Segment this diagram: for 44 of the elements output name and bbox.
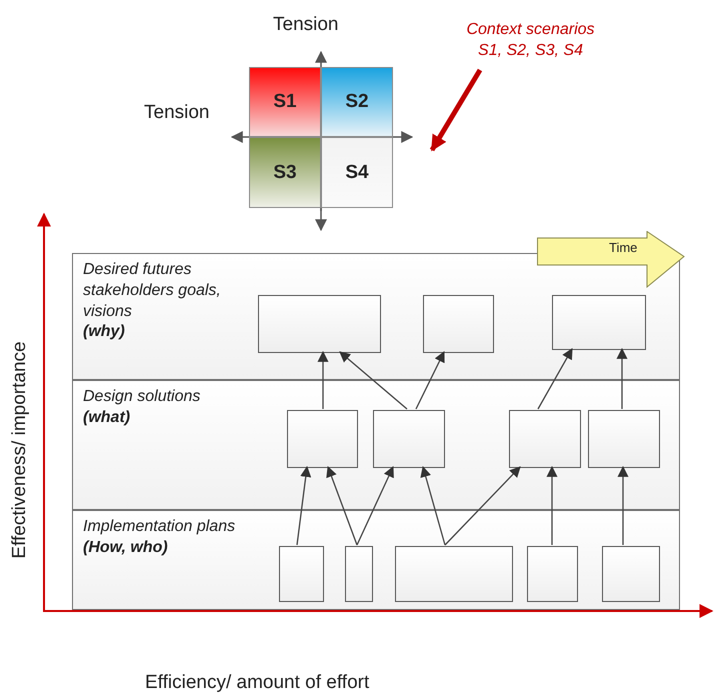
empty-box	[373, 410, 445, 468]
layer-question: (How, who)	[83, 538, 169, 558]
empty-box	[423, 295, 494, 353]
layer-title: Design solutions	[83, 387, 202, 407]
scenario-quadrant: S2	[321, 67, 393, 137]
empty-box	[279, 546, 324, 602]
scenario-quadrant: S3	[249, 137, 321, 208]
layer-title: Desired futures stakeholders goals, visions	[83, 260, 222, 322]
arrow	[296, 466, 312, 546]
empty-box	[509, 410, 581, 468]
arrow	[444, 466, 521, 546]
arrow	[430, 68, 482, 152]
axis-label: Effectiveness/ importance	[9, 341, 31, 559]
empty-box	[552, 295, 646, 350]
arrow	[546, 466, 558, 545]
layer-band	[72, 253, 680, 380]
layer-title: Implementation plans	[83, 517, 236, 537]
scenario-quadrant: S1	[249, 67, 321, 137]
arrow	[537, 348, 573, 410]
scenario-quadrant: S4	[321, 137, 393, 208]
arrow	[420, 466, 446, 546]
arrow	[339, 351, 408, 410]
callout-text: Context scenarios S1, S2, S3, S4	[458, 20, 603, 68]
empty-box	[395, 546, 513, 602]
layer-band	[72, 380, 680, 510]
axis-label: Efficiency/ amount of effort	[145, 672, 370, 694]
axis-label: Tension	[273, 14, 338, 36]
empty-box	[527, 546, 578, 602]
layer-band	[72, 510, 680, 610]
arrow	[326, 466, 358, 546]
arrow	[318, 350, 328, 409]
arrow	[618, 466, 628, 545]
empty-box	[287, 410, 358, 468]
arrow	[356, 466, 394, 546]
time-arrow: Time	[537, 231, 685, 288]
arrow	[415, 351, 445, 410]
empty-box	[345, 546, 373, 602]
empty-box	[588, 410, 660, 468]
layer-question: (why)	[83, 322, 126, 342]
layer-question: (what)	[83, 408, 132, 428]
axis-label: Tension	[144, 102, 210, 124]
empty-box	[258, 295, 381, 353]
empty-box	[602, 546, 660, 602]
arrow	[616, 348, 628, 409]
